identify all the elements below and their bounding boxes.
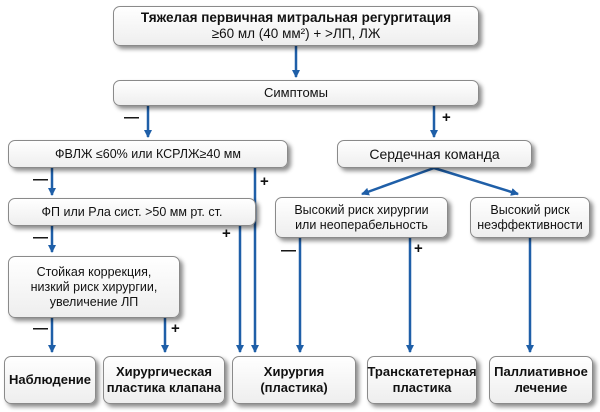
af-plus-sign: + [222, 225, 231, 242]
surgery-line1: Хирургия [263, 364, 325, 380]
valve-repair-line2: пластика клапана [106, 380, 222, 395]
symptoms-label: Симптомы [264, 85, 328, 101]
high-risk-line1: Высокий риск хирургии [294, 202, 429, 217]
futility-box: Высокий риск неэффективности [470, 197, 590, 238]
durable-repair-box: Стойкая коррекция, низкий риск хирургии,… [8, 256, 180, 318]
durable-minus-sign: — [33, 320, 48, 337]
futility-line2: неэффективности [477, 217, 583, 232]
af-label: ФП или Рла сист. >50 мм рт. ст. [41, 204, 223, 219]
lvef-minus-sign: — [33, 171, 48, 188]
symptoms-box: Симптомы [113, 80, 479, 106]
heart-team-label: Сердечная команда [369, 145, 500, 162]
lvef-box: ФВЛЖ ≤60% или КСРЛЖ≥40 мм [8, 140, 288, 168]
futility-line1: Высокий риск [490, 202, 570, 217]
severe-mr-criteria: ≥60 мл (40 мм²) + >ЛП, ЛЖ [211, 26, 381, 41]
high-risk-line2: или неоперабельность [295, 217, 428, 232]
high-risk-box: Высокий риск хирургии или неоперабельнос… [275, 197, 448, 238]
durable-line1: Стойкая коррекция, [36, 264, 152, 279]
transcatheter-line2: пластика [392, 380, 452, 395]
severe-mr-title: Тяжелая первичная митральная регургитаци… [140, 9, 452, 25]
valve-repair-box: Хирургическая пластика клапана [103, 356, 225, 404]
arrow-heart-team-to-high-risk [361, 166, 435, 196]
surgery-box: Хирургия (пластика) [232, 356, 356, 404]
severe-mr-box: Тяжелая первичная митральная регургитаци… [113, 6, 479, 46]
lvef-plus-sign: + [260, 173, 269, 190]
high-risk-plus-sign: + [414, 240, 423, 257]
lvef-label: ФВЛЖ ≤60% или КСРЛЖ≥40 мм [55, 146, 241, 161]
transcatheter-line1: Транскатетерная [367, 364, 477, 380]
observation-box: Наблюдение [4, 356, 96, 404]
valve-repair-line1: Хирургическая [116, 364, 212, 380]
symptoms-plus-sign: + [442, 109, 451, 126]
transcatheter-box: Транскатетерная пластика [367, 356, 477, 404]
palliative-box: Паллиативное лечение [489, 356, 593, 404]
arrow-heart-team-to-futility [433, 166, 519, 196]
surgery-line2: (пластика) [260, 380, 328, 395]
high-risk-minus-sign: — [281, 242, 296, 259]
palliative-line2: лечение [514, 380, 568, 395]
symptoms-minus-sign: — [124, 109, 139, 126]
observation-label: Наблюдение [8, 372, 92, 388]
af-minus-sign: — [33, 229, 48, 246]
af-box: ФП или Рла сист. >50 мм рт. ст. [8, 198, 256, 226]
durable-line3: увеличение ЛП [49, 294, 139, 309]
durable-plus-sign: + [171, 320, 180, 337]
durable-line2: низкий риск хирургии, [30, 279, 158, 294]
heart-team-box: Сердечная команда [337, 140, 532, 168]
palliative-line1: Паллиативное [494, 364, 588, 380]
